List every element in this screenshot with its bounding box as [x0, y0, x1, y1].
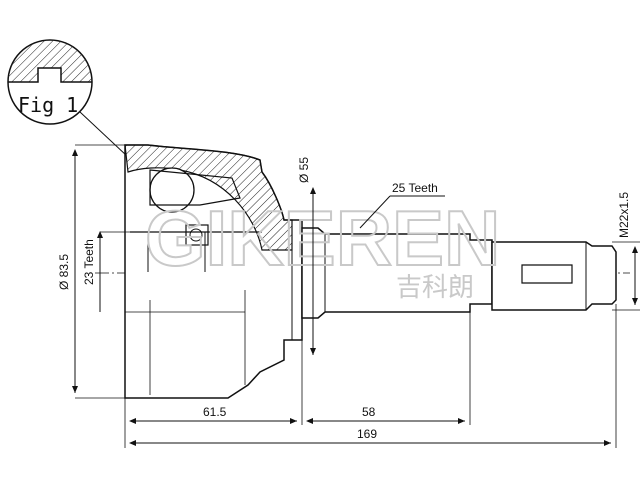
thread-label: M22x1.5 [617, 192, 631, 238]
detail-hatch [8, 40, 92, 82]
shaft [301, 227, 617, 319]
cage-outline [149, 169, 241, 206]
inner-teeth-label: 23 Teeth [82, 239, 96, 285]
fig-label: Fig 1 [18, 93, 78, 117]
housing-section-hatch [124, 144, 293, 251]
outer-housing [124, 144, 303, 399]
watermark-subtitle: 吉科朗 [396, 273, 474, 303]
joint-length-label: 61.5 [203, 405, 227, 419]
shaft-length-label: 58 [362, 405, 376, 419]
watermark-brand: GIKEREN [145, 194, 500, 282]
detail-keyway [8, 67, 92, 83]
fig-detail: Fig 1 [7, 39, 191, 216]
overall-length-label: 169 [357, 427, 377, 441]
watermark: GIKEREN 吉科朗 [144, 193, 501, 303]
abs-diameter-label: Ø 55 [297, 157, 311, 183]
outer-teeth-label: 25 Teeth [392, 181, 438, 195]
keyway [521, 264, 573, 284]
outer-diameter-label: Ø 83.5 [57, 254, 71, 290]
dimensions: Ø 83.5 23 Teeth Ø 55 25 Teeth M22x1.5 61… [57, 144, 640, 448]
outer-teeth-leader [359, 195, 391, 229]
